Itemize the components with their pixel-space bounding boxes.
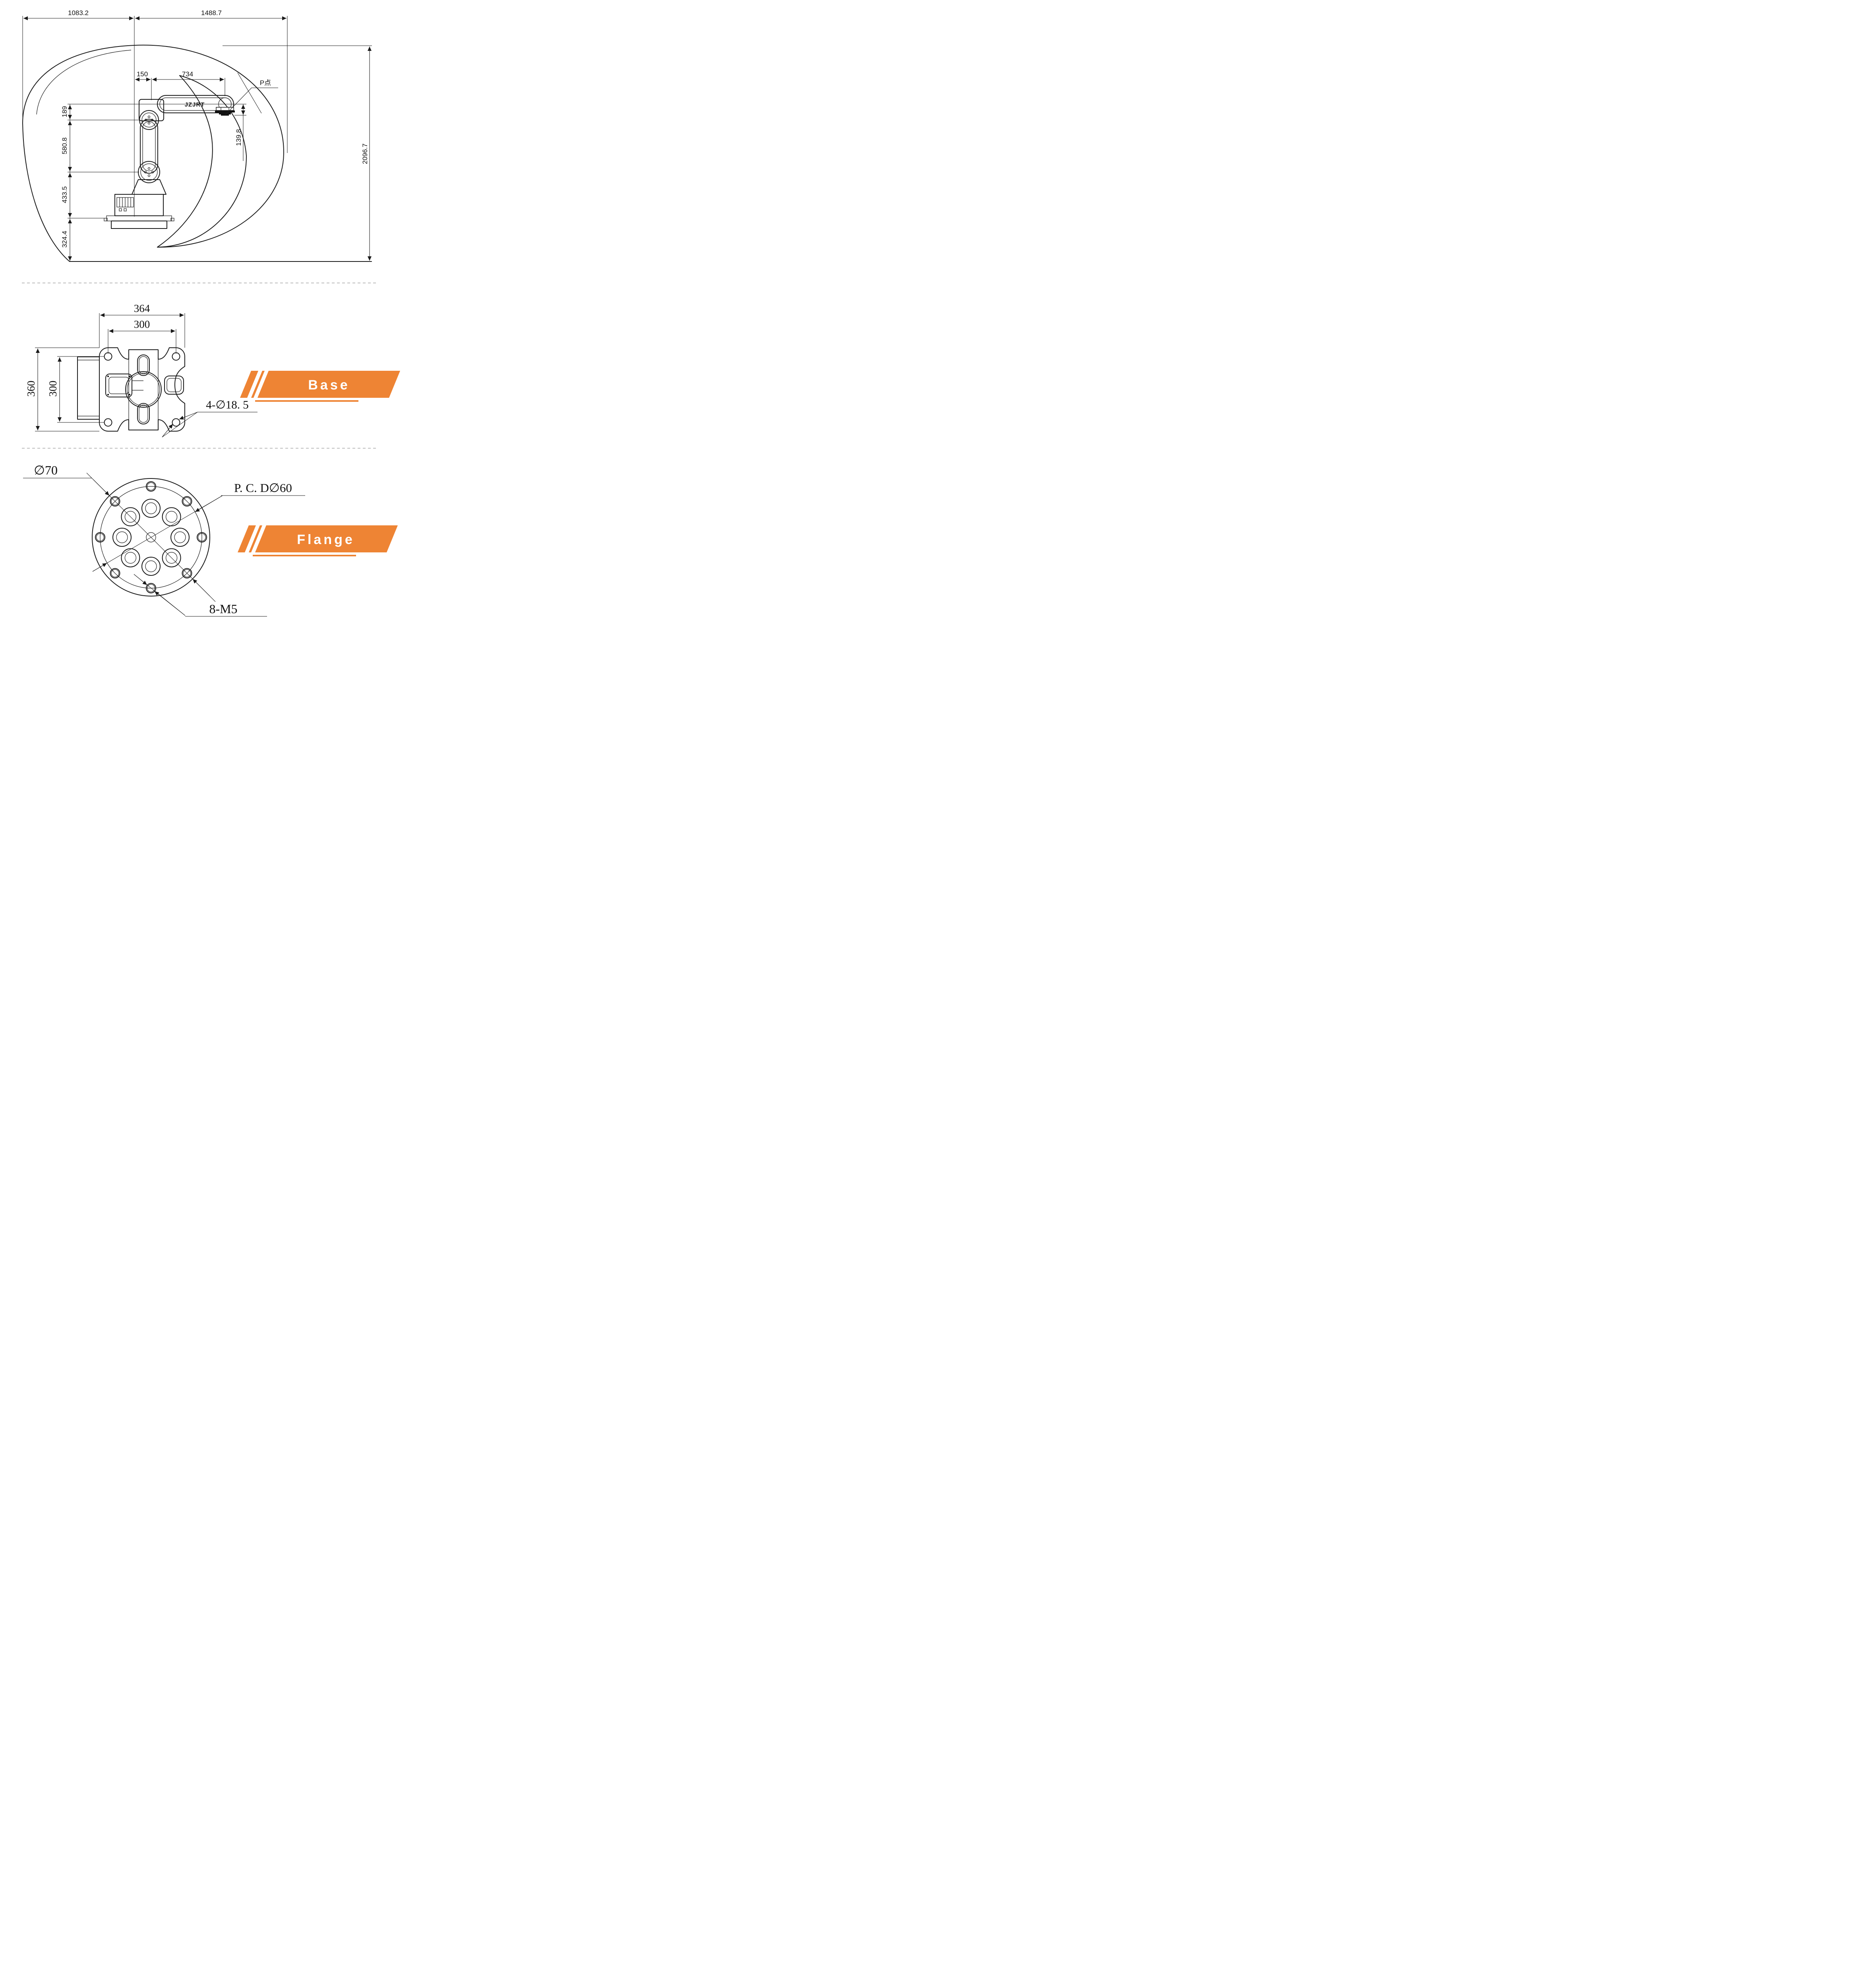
dimensions: 1083.2 1488.7 150 734 189 580.8 433.5 [23,9,372,261]
p-point-leader [225,87,278,116]
base-view: 364 300 360 300 4-∅18. 5 Base [25,302,400,438]
banner-stripe-wide [240,371,258,398]
dim-axis-to-arm-top: 189 [61,106,68,117]
extension-lines [22,16,372,261]
envelope-inner-left-curve [36,50,132,115]
banner-underline [255,400,358,402]
envelope-crescent-inner [157,75,213,248]
base-dimensions: 364 300 360 300 4-∅18. 5 [25,302,257,438]
flange-outer-circle [92,478,210,596]
m5-holes [95,481,207,593]
banner-stripe-thin [251,371,265,398]
base-banner-label: Base [308,378,350,393]
banner-main [255,525,398,552]
right-slot [164,376,184,395]
upper-arm-link-inner [142,121,156,171]
flange-center-hole [146,532,156,542]
dim-plate-height: 360 [25,381,37,397]
dim-top-right: 1488.7 [201,9,222,17]
end-effector [215,107,235,116]
outer-diameter-label: ∅70 [34,463,58,477]
base-foot-left [104,218,108,221]
dim-forearm-reach: 734 [182,70,193,78]
upper-joint [139,110,159,130]
flange-banner: Flange [238,525,398,556]
dim-total-height: 2096.7 [361,143,369,164]
banner-stripe-thin [249,525,262,552]
base-foot-right [170,218,174,221]
dim-shoulder-offset: 150 [137,70,148,78]
dim-hole-span-height: 300 [47,381,59,397]
flange-banner-label: Flange [297,532,355,547]
motor-box [77,356,100,420]
base-flange [106,215,172,221]
banner-main [257,371,400,398]
brand-logo: JZJRT [185,101,205,108]
p-point-label: P点 [260,79,271,87]
upper-arm-link [140,119,158,174]
flange-view: ∅70 P. C. D∅60 8-M5 Flange [23,463,398,617]
dim-plate-width: 364 [134,302,150,314]
dim-top-left: 1083.2 [68,9,89,17]
left-connector [105,374,143,397]
shoulder-clevis [132,179,166,195]
thread-holes-label: 8-M5 [209,602,237,616]
pass-through-holes [112,499,190,576]
dim-wrist-drop: 139.8 [235,129,242,146]
dim-base-height: 324.4 [61,231,68,248]
envelope-outer-curve [22,45,285,262]
banner-underline [253,555,356,556]
robot-arm: JZJRT [104,95,235,229]
technical-drawing: JZJRT [22,9,400,617]
base-plate-outline [99,347,185,432]
connector-hatch-lines [119,198,131,211]
mount-holes [104,352,180,427]
base-plate [111,221,167,229]
pitch-circle-label: P. C. D∅60 [234,481,292,495]
work-envelope [22,45,372,262]
center-strip [125,349,162,430]
banner-stripe-wide [238,525,256,552]
flange-annotations: ∅70 P. C. D∅60 8-M5 [23,463,305,617]
dim-hole-span-width: 300 [134,318,150,330]
envelope-crescent-outer [157,75,247,248]
mount-holes-label: 4-∅18. 5 [206,399,248,411]
dim-lower-arm: 433.5 [61,186,68,203]
side-view: JZJRT [22,9,372,262]
dim-upper-arm: 580.8 [61,138,68,155]
base-banner: Base [240,371,400,402]
